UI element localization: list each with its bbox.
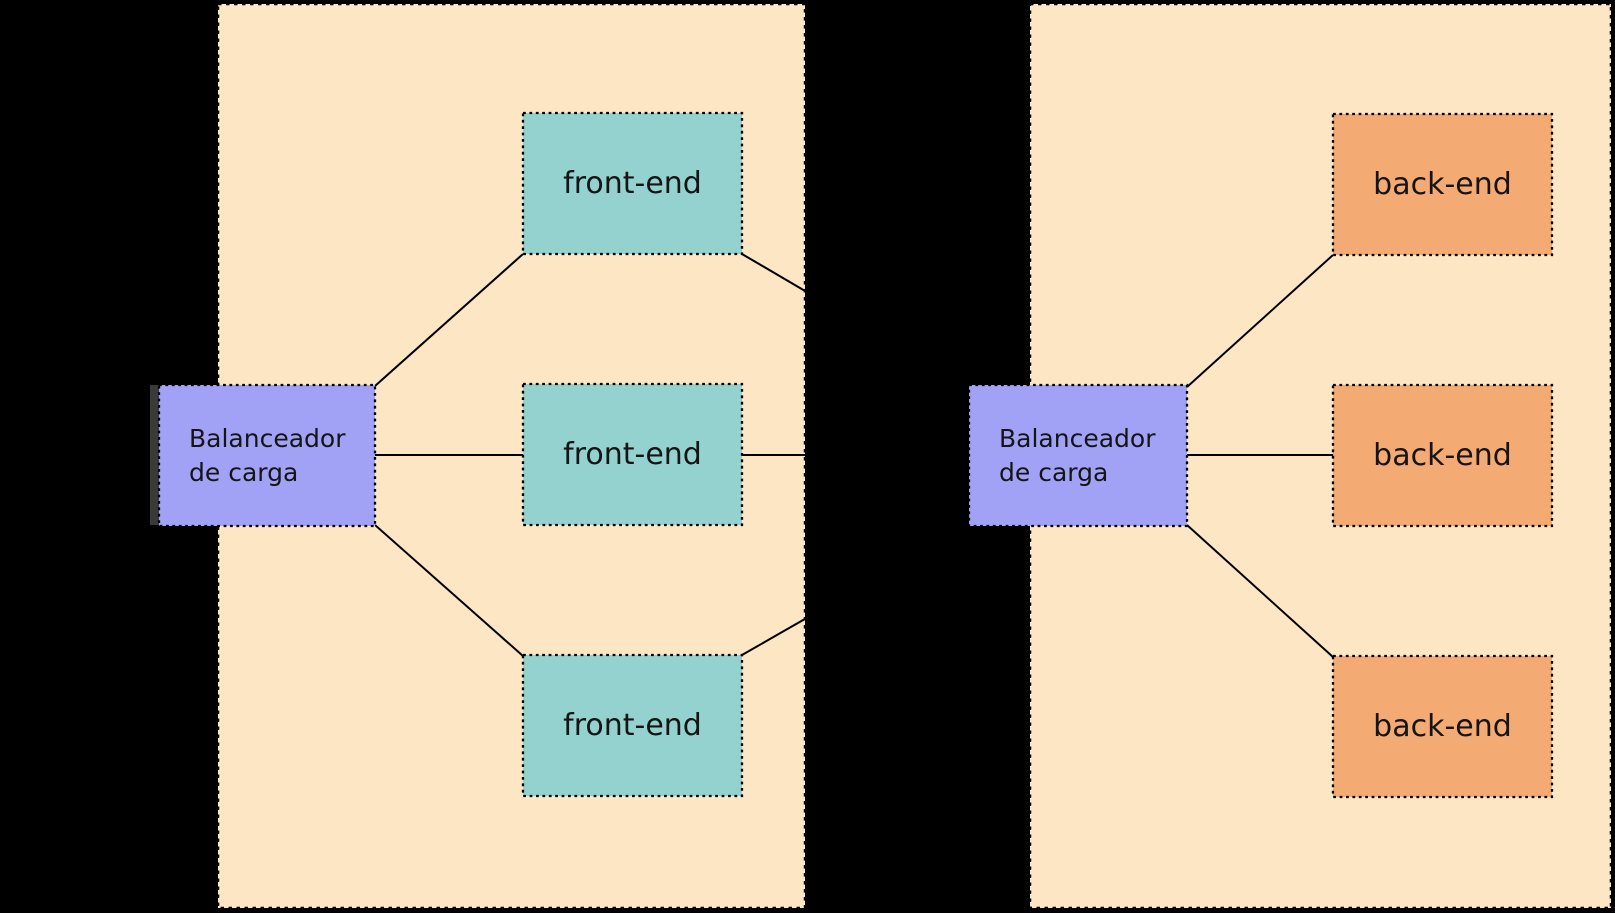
frontend-node-3	[521, 653, 744, 798]
edge-lb-right-to-backend-1	[1186, 254, 1334, 388]
edge-lb-left-to-frontend-3	[374, 524, 524, 657]
left-load-balancer-node	[157, 383, 377, 528]
frontend-node-1	[521, 111, 744, 256]
backend-node-3	[1331, 654, 1554, 799]
backend-node-2	[1331, 383, 1554, 528]
shadow-artifact	[150, 385, 159, 525]
backend-node-1	[1331, 112, 1554, 257]
frontend-node-2	[521, 382, 744, 527]
edge-lb-left-to-frontend-1	[374, 253, 524, 387]
edge-lb-right-to-backend-3	[1186, 524, 1334, 658]
right-load-balancer-node	[967, 383, 1189, 528]
